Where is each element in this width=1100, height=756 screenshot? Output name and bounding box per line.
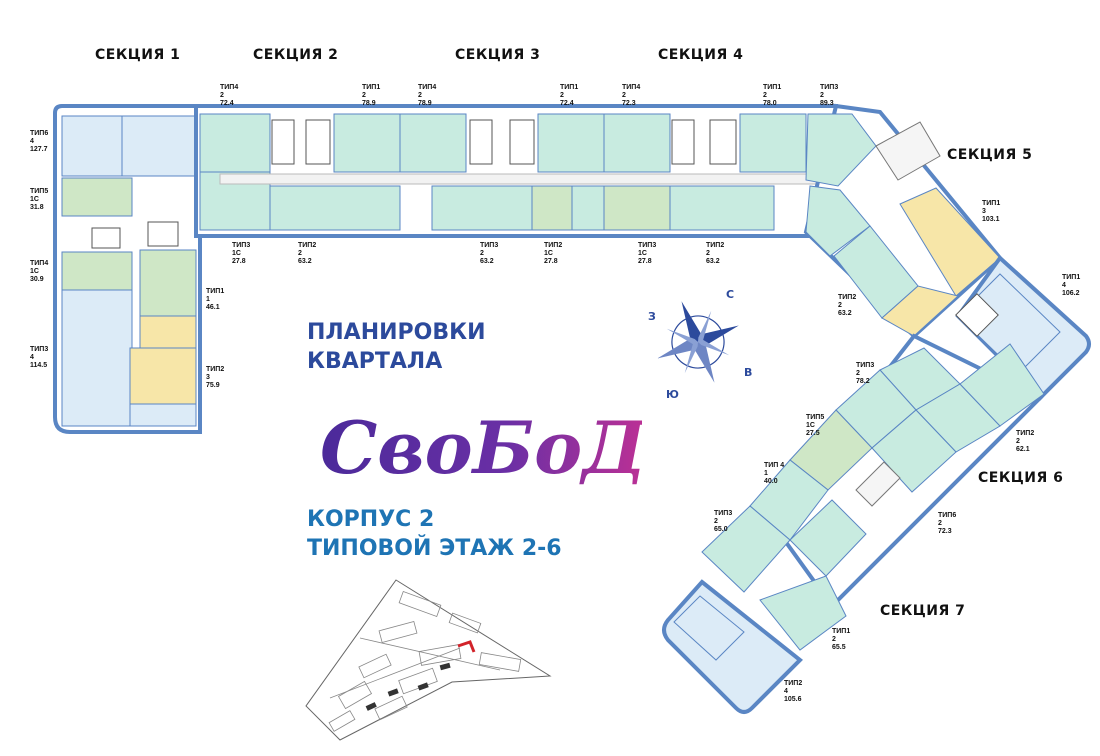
svg-text:В: В [744,366,752,379]
site-mini-map [305,579,552,741]
svg-text:З: З [648,310,656,323]
section-label-6: СЕКЦИЯ 6 [978,470,1064,486]
corner-4-room-plan [955,255,1091,401]
sections-2-4-plan [194,104,841,238]
bottom-end-plan [662,579,803,714]
section-label-2: СЕКЦИЯ 2 [253,47,339,63]
svg-text:С: С [726,288,734,301]
section-1-plan [53,104,202,434]
svg-text:СвоБоДа: СвоБоДа [320,405,642,490]
section-label-4: СЕКЦИЯ 4 [658,47,744,63]
section-label-3: СЕКЦИЯ 3 [455,47,541,63]
section-5-plan [803,103,1003,339]
section-label-1: СЕКЦИЯ 1 [95,47,181,63]
building-title: КОРПУС 2 ТИПОВОЙ ЭТАЖ 2-6 [307,507,562,561]
sections-6-7-plan [701,333,1045,651]
section-label-5: СЕКЦИЯ 5 [947,147,1033,163]
page-title: ПЛАНИРОВКИ КВАРТАЛА [307,320,486,374]
svg-text:Ю: Ю [666,388,679,400]
compass-rose-icon: С В Ю З [648,288,752,400]
section-label-7: СЕКЦИЯ 7 [880,603,966,619]
svoboda-logo: СвоБоДа [320,405,642,490]
